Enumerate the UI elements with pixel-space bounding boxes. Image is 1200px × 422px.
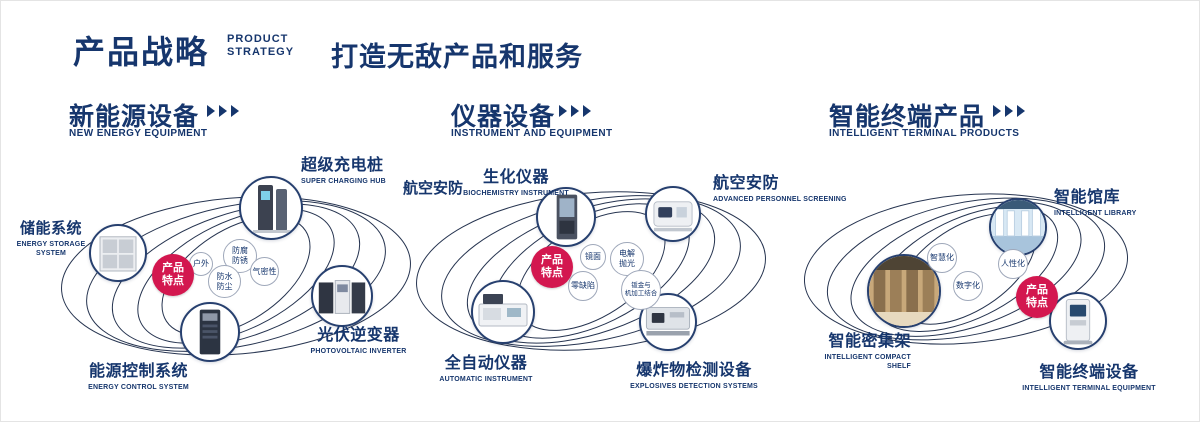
product-photo-personnel-screening [645, 186, 701, 242]
product-name-en: ENERGY CONTROL SYSTEM [88, 384, 189, 391]
orbit-rings-new-energy [61, 196, 411, 356]
biochemistry-cabinet-image [556, 194, 578, 240]
product-label-energy-storage: 储能系统 ENERGY STORAGE SYSTEM [9, 217, 93, 258]
product-name-en: INTELLIGENT LIBRARY [1054, 210, 1137, 217]
product-label-intelligent-library: 智能馆库 INTELLIGENT LIBRARY [1054, 183, 1184, 218]
product-photo-automatic-instrument [471, 280, 535, 344]
feature-bubble: 智慧化 [927, 243, 957, 273]
feature-badge: 产品 特点 [152, 254, 194, 296]
product-name-cn: 爆炸物检测设备 [636, 362, 752, 379]
triple-arrow-icon [207, 105, 239, 117]
charging-pile-image [253, 185, 291, 233]
product-label-biochemistry: 生化仪器 BIOCHEMISTRY INSTRUMENT [456, 163, 576, 198]
section-title-new-energy: 新能源设备 [69, 103, 200, 131]
product-name-cn: 储能系统 [19, 220, 82, 237]
product-name-cn: 智能馆库 [1054, 189, 1121, 206]
triple-arrow-icon [993, 105, 1025, 117]
product-name-en: ENERGY STORAGE SYSTEM [16, 241, 86, 258]
feature-bubble: 人性化 [998, 249, 1028, 279]
product-photo-pv-inverter [311, 265, 373, 327]
product-photo-biochemistry [536, 187, 596, 247]
feature-bubble: 气密性 [250, 257, 279, 286]
screening-machine-image [653, 201, 693, 232]
product-name-cn: 生化仪器 [482, 169, 549, 186]
feature-bubble: 防水 防尘 [208, 265, 241, 298]
product-name-cn: 智能密集架 [828, 333, 911, 350]
product-name-en: ADVANCED PERSONNEL SCREENING [713, 196, 847, 203]
page-title: 产品战略 [73, 34, 210, 70]
arrow-icon [1005, 105, 1013, 117]
product-name-en: PHOTOVOLTAIC INVERTER [310, 348, 407, 355]
explosives-detector-image [645, 307, 691, 336]
product-photo-explosives-detection [639, 293, 697, 351]
kiosk-image [1063, 298, 1093, 345]
triple-arrow-icon [559, 105, 591, 117]
feature-badge: 产品 特点 [531, 246, 573, 288]
product-photo-super-charging-hub [239, 176, 303, 240]
product-label-automatic-instrument: 全自动仪器 AUTOMATIC INSTRUMENT [426, 349, 546, 384]
feature-bubble: 钣金与 机加工结合 [621, 270, 661, 310]
product-name-cn: 智能终端设备 [1039, 364, 1139, 381]
product-name-cn: 超级充电桩 [301, 157, 384, 174]
product-label-super-charging-hub: 超级充电桩 SUPER CHARGING HUB [301, 151, 431, 186]
feature-bubble: 零缺陷 [568, 271, 598, 301]
product-name-en: AUTOMATIC INSTRUMENT [439, 376, 533, 383]
storage-cabinet-image [99, 236, 137, 272]
product-name-en: EXPLOSIVES DETECTION SYSTEMS [630, 383, 758, 390]
library-room-image [991, 200, 1045, 254]
product-label-intelligent-terminal: 智能终端设备 INTELLIGENT TERMINAL EQUIPMENT [1009, 358, 1169, 393]
product-name-en: SUPER CHARGING HUB [301, 178, 386, 185]
product-label-personnel-screening: 航空安防 ADVANCED PERSONNEL SCREENING [713, 169, 863, 204]
control-cabinet-image [199, 309, 221, 355]
product-name-cn: 光伏逆变器 [317, 327, 400, 344]
section-subtitle-instruments: INSTRUMENT AND EQUIPMENT [451, 128, 613, 139]
product-name-cn: 航空安防 [713, 175, 780, 192]
feature-bubble: 数字化 [953, 271, 983, 301]
page-slogan: 打造无敌产品和服务 [331, 42, 583, 72]
product-label-compact-shelf: 智能密集架 INTELLIGENT COMPACT SHELF [796, 327, 911, 371]
product-name-en: BIOCHEMISTRY INSTRUMENT [463, 190, 569, 197]
arrow-icon [219, 105, 227, 117]
product-photo-energy-storage [89, 224, 147, 282]
product-photo-intelligent-terminal [1049, 292, 1107, 350]
arrow-icon [993, 105, 1001, 117]
product-photo-intelligent-library [989, 198, 1047, 256]
section-title-intelligent-terminal: 智能终端产品 [829, 103, 986, 131]
section-subtitle-intelligent-terminal: INTELLIGENT TERMINAL PRODUCTS [829, 128, 1020, 139]
product-name-en: INTELLIGENT COMPACT SHELF [824, 354, 911, 371]
inverter-image [318, 280, 366, 314]
section-title-instruments: 仪器设备 [451, 103, 556, 131]
product-photo-compact-shelf [867, 254, 941, 328]
label-aviation-security: 航空安防 [403, 180, 464, 197]
page-title-en: PRODUCT STRATEGY [227, 33, 295, 59]
section-subtitle-new-energy: NEW ENERGY EQUIPMENT [69, 128, 208, 139]
arrow-icon [207, 105, 215, 117]
arrow-icon [583, 105, 591, 117]
product-label-pv-inverter: 光伏逆变器 PHOTOVOLTAIC INVERTER [301, 321, 416, 356]
product-label-explosives-detection: 爆炸物检测设备 EXPLOSIVES DETECTION SYSTEMS [609, 356, 779, 391]
arrow-icon [231, 105, 239, 117]
product-name-en: INTELLIGENT TERMINAL EQUIPMENT [1022, 385, 1156, 392]
arrow-icon [559, 105, 567, 117]
compact-shelf-image [869, 256, 939, 326]
product-label-energy-control: 能源控制系统 ENERGY CONTROL SYSTEM [61, 357, 216, 392]
product-name-cn: 能源控制系统 [88, 363, 188, 380]
arrow-icon [571, 105, 579, 117]
feature-badge: 产品 特点 [1016, 276, 1058, 318]
analyzer-image [478, 294, 528, 327]
product-photo-energy-control [180, 302, 240, 362]
arrow-icon [1017, 105, 1025, 117]
feature-bubble: 镜面 [580, 244, 606, 270]
product-name-cn: 全自动仪器 [444, 355, 528, 372]
